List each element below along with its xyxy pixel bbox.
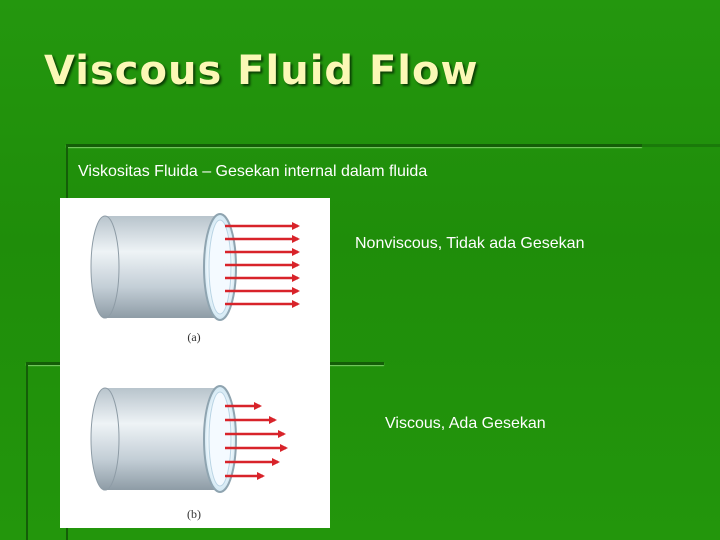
flow-figure-svg: (a) (b) (90, 213, 300, 521)
caption-b: (b) (187, 507, 201, 521)
caption-a: (a) (187, 330, 200, 344)
label-viscous: Viscous, Ada Gesekan (385, 415, 546, 432)
pipe-b (90, 385, 237, 493)
arrows-b (225, 402, 288, 480)
frame-line-top (66, 144, 642, 147)
arrows-a (225, 222, 300, 308)
slide-title: Viscous Fluid Flow (44, 48, 479, 94)
frame-line-middle-left (26, 362, 28, 540)
frame-line-top-extension (642, 144, 720, 147)
pipe-a (90, 213, 237, 321)
slide-subtitle: Viskositas Fluida – Gesekan internal dal… (78, 163, 428, 180)
flow-figure: (a) (b) (60, 198, 330, 528)
label-nonviscous: Nonviscous, Tidak ada Gesekan (355, 235, 585, 252)
